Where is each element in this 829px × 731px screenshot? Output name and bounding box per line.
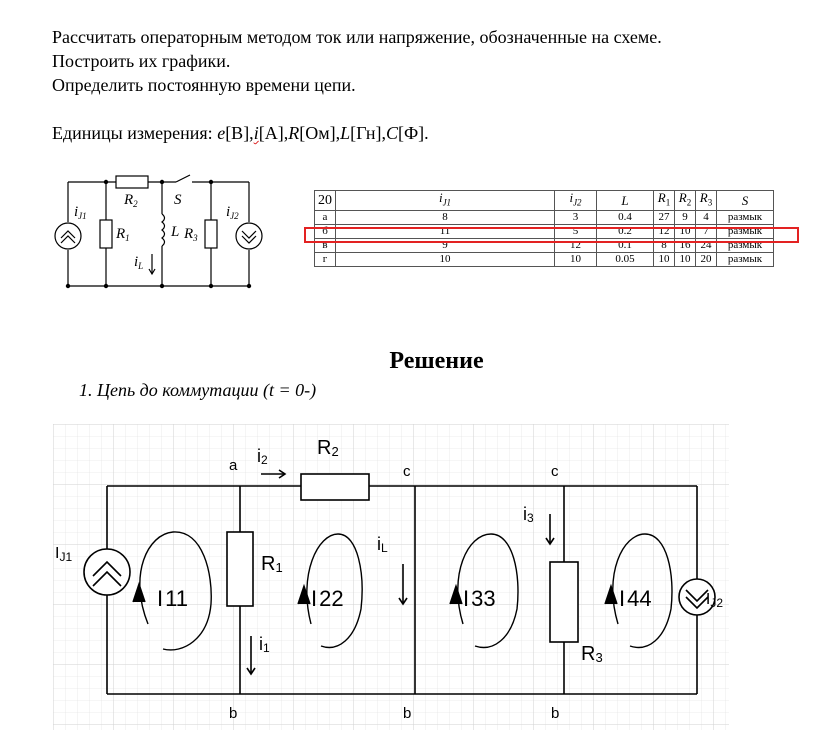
header-sub: 3: [707, 197, 713, 208]
header-sub: J2: [573, 197, 582, 208]
units-line: Единицы измерения: e[В],i[А],R[Ом],L[Гн]…: [52, 122, 429, 144]
table-cell: г: [314, 251, 336, 267]
unit-r: [Ом],: [299, 123, 341, 143]
unit-c-symbol: C: [385, 123, 398, 143]
small-label-r3: R3: [183, 226, 198, 243]
table-header-r3: R3: [695, 190, 717, 211]
node-c2-label: c: [551, 463, 559, 480]
unit-i-symbol: i: [253, 123, 259, 143]
table-cell: 9: [674, 209, 696, 225]
table-cell: 0.4: [596, 209, 654, 225]
row-highlight-box: [304, 227, 799, 243]
table-cell: 10: [335, 251, 555, 267]
small-circuit-diagram: iJ1 R2 S iJ2 R1 L R3 iL: [54, 174, 263, 289]
small-label-ij1: iJ1: [74, 204, 87, 221]
unit-i: [А],: [258, 123, 289, 143]
small-label-r1: R1: [115, 226, 130, 243]
table-cell: 20: [695, 251, 717, 267]
table-cell: 10: [674, 251, 696, 267]
table-header-ij1: iJ1: [335, 190, 555, 211]
table-header-r1: R1: [653, 190, 675, 211]
current-source-ij2: [678, 578, 716, 616]
table-header-row: 20 iJ1 iJ2 L R1 R2 R3 S: [314, 190, 774, 211]
loop-arrow-i22: [306, 533, 363, 648]
resistor-r3: [549, 561, 579, 643]
unit-l-symbol: L: [340, 123, 351, 143]
resistor-r1: [226, 531, 254, 607]
table-cell: 4: [695, 209, 717, 225]
table-cell: 10: [653, 251, 675, 267]
unit-e-symbol: e: [217, 123, 226, 143]
table-cell: 10: [554, 251, 597, 267]
unit-c: [Ф].: [397, 123, 429, 143]
label-i2: i2: [257, 446, 268, 467]
table-header-ij2: iJ2: [554, 190, 597, 211]
unit-r-symbol: R: [288, 123, 300, 143]
header-sub: 2: [686, 197, 692, 208]
table-cell: а: [314, 209, 336, 225]
small-label-ij2: iJ2: [226, 204, 239, 221]
table-cell: размык: [716, 209, 774, 225]
table-cell: 3: [554, 209, 597, 225]
table-cell: 0.05: [596, 251, 654, 267]
small-label-l: L: [170, 224, 179, 240]
label-i1: i1: [259, 634, 270, 655]
label-ij2: IJ2: [706, 591, 723, 610]
small-label-il: iL: [134, 254, 143, 271]
units-prefix: Единицы измерения:: [52, 123, 218, 143]
node-a-label: a: [229, 457, 238, 474]
node-b2-label: b: [403, 705, 411, 722]
table-header-r2: R2: [674, 190, 696, 211]
label-r1: R1: [261, 553, 283, 575]
label-il: iL: [377, 534, 388, 555]
loop-label-i33: I33: [463, 586, 496, 611]
label-r3: R3: [581, 643, 603, 665]
small-label-r2: R2: [123, 192, 138, 209]
node-c1-label: c: [403, 463, 411, 480]
label-r2: R2: [317, 437, 339, 459]
small-label-s: S: [174, 192, 182, 208]
table-header-s: S: [716, 190, 774, 211]
node-b3-label: b: [551, 705, 559, 722]
loop-label-i22: I22: [311, 586, 344, 611]
table-cell: 27: [653, 209, 675, 225]
step-1-heading: 1. Цепь до коммутации (t = 0-): [79, 380, 317, 400]
header-ij2-text: iJ2: [569, 190, 582, 208]
loop-arrow-i44: [612, 533, 673, 648]
parameter-table: 20 iJ1 iJ2 L R1 R2 R3 S а 8 3 0.4 27 9 4…: [314, 190, 774, 267]
task-line-1: Рассчитать операторным методом ток или н…: [52, 27, 662, 47]
table-cell: размык: [716, 251, 774, 267]
grid-background: [53, 424, 729, 730]
label-i3: i3: [523, 504, 534, 525]
unit-l: [Гн],: [350, 123, 386, 143]
current-source-ij1: [83, 548, 131, 596]
table-header-variant: 20: [314, 190, 336, 211]
solution-title: Решение: [389, 348, 484, 374]
node-b1-label: b: [229, 705, 237, 722]
header-sub: 1: [665, 197, 671, 208]
table-cell: 8: [335, 209, 555, 225]
header-sub: J1: [442, 197, 452, 208]
task-line-2: Построить их графики.: [52, 51, 231, 71]
table-row: г 10 10 0.05 10 10 20 размык: [314, 251, 774, 267]
table-row: а 8 3 0.4 27 9 4 размык: [314, 209, 774, 225]
header-ij1-text: iJ1: [438, 190, 452, 208]
table-header-l: L: [596, 190, 654, 211]
resistor-r2: [300, 473, 370, 501]
task-line-3: Определить постоянную времени цепи.: [52, 75, 356, 95]
main-circuit-diagram: a c c b b b R2 R1 R3 i2 iL i3 i1 IJ1 IJ2…: [53, 424, 729, 730]
loop-label-i44: I44: [619, 586, 652, 611]
unit-e: [В],: [225, 123, 254, 143]
label-ij1: IJ1: [55, 545, 72, 564]
loop-arrow-i11: [139, 531, 212, 651]
loop-label-i11: I11: [157, 586, 188, 611]
loop-arrow-i33: [457, 533, 519, 648]
